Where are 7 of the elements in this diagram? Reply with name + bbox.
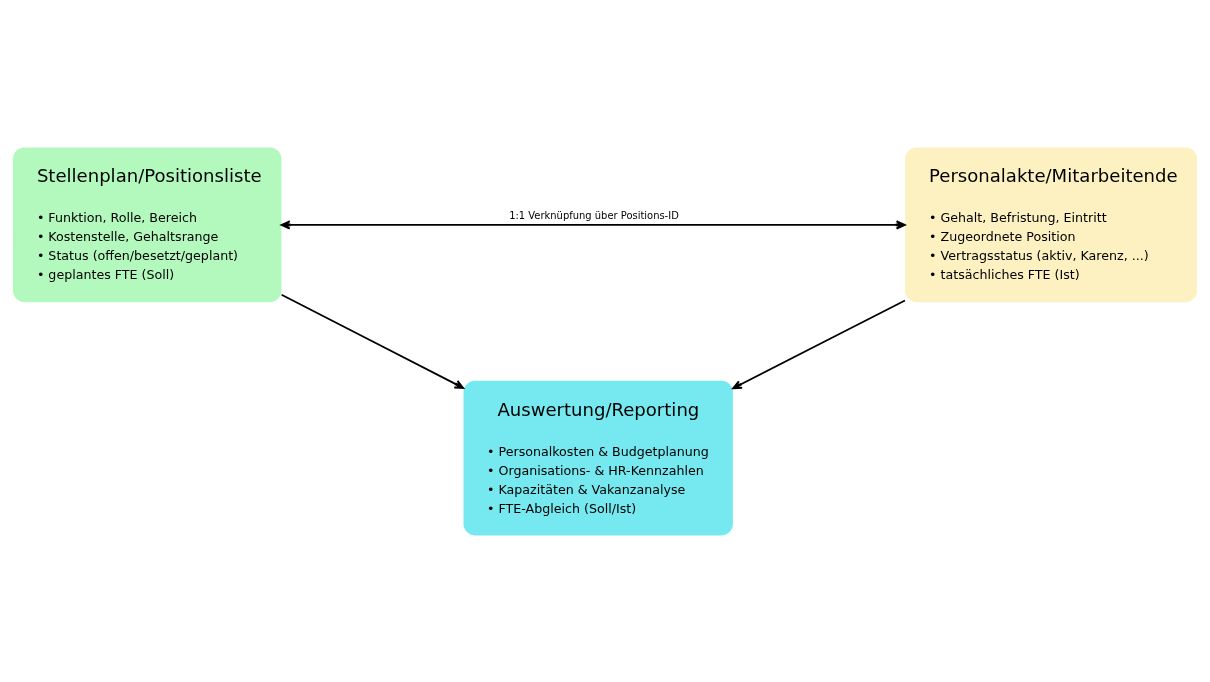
node-box: Stellenplan/Positionsliste • Funktion, Rolle, Bereich • Kostenstelle, Gehaltsrange • Status (offen/besetzt/geplant) • geplantes FTE (Soll) — [12, 147, 282, 302]
arrow — [280, 219, 906, 229]
node-box: Auswertung/Reporting • Personalkosten & Budgetplanung • Organisations- & HR-Kennzahlen • Kapazitäten & Vakanzanalyse • FTE-Abgleich (Soll/Ist) — [463, 380, 733, 535]
arrow — [732, 299, 906, 389]
node-box: Personalakte/Mitarbeitende • Gehalt, Befristung, Eintritt • Zugeordnete Position • Vertragsstatus (aktiv, Karenz, ...) • tatsächliches FTE (Ist) — [905, 147, 1198, 302]
edge-label: 1:1 Verknüpfung über Positions-ID — [509, 209, 679, 221]
arrow — [280, 293, 465, 389]
